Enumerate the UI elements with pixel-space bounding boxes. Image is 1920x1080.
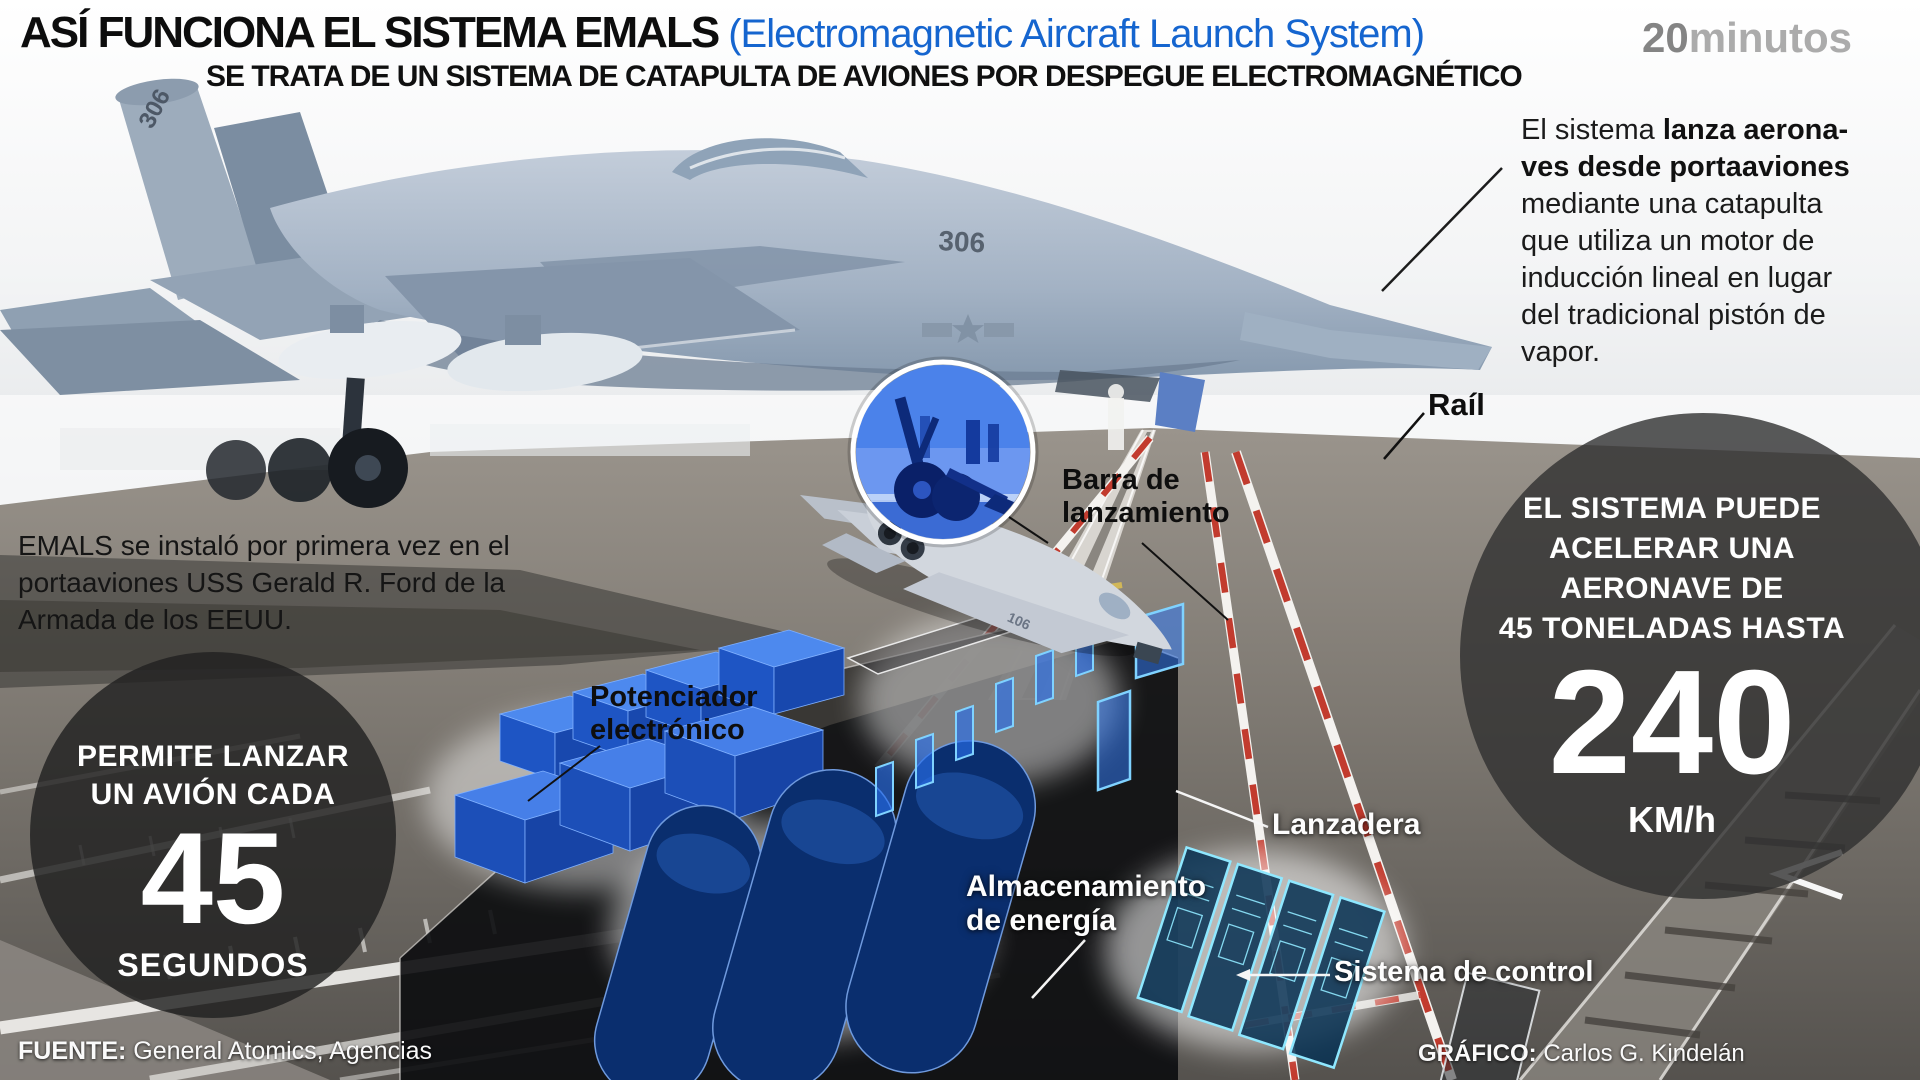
intro-line: del tradicional pistón de: [1521, 299, 1826, 331]
intro-line: vapor.: [1521, 336, 1600, 368]
stat-right-line1: EL SISTEMA PUEDE: [1522, 492, 1822, 525]
graphic-label: GRÁFICO:: [1418, 1040, 1537, 1067]
label-rail: Raíl: [1428, 387, 1485, 422]
stat-right-line4: 45 TONELADAS HASTA: [1498, 612, 1846, 645]
stat-right-line2: ACELERAR UNA: [1549, 532, 1795, 565]
label-shuttle: Lanzadera: [1272, 808, 1421, 841]
note-line: portaaviones USS Gerald R. Ford de la: [18, 567, 506, 598]
label-storage: Almacenamiento de energía: [966, 870, 1206, 938]
label-booster-l2: electrónico: [590, 714, 745, 746]
stat-left-value: 45: [140, 805, 286, 951]
jet-shadow-core: [0, 600, 700, 672]
label-launch-bar-l2: lanzamiento: [1062, 497, 1230, 529]
stat-circle-speed: EL SISTEMA PUEDE ACELERAR UNA AERONAVE D…: [1460, 413, 1920, 899]
label-launch-bar-l1: Barra de: [1062, 464, 1180, 496]
leader-shuttle: [1175, 789, 1269, 829]
brand-logo: 20minutos: [1642, 14, 1852, 62]
title-main: ASÍ FUNCIONA EL SISTEMA EMALS: [20, 8, 720, 57]
note-line: Armada de los EEUU.: [18, 604, 292, 635]
history-note: EMALS se instaló por primera vez en el p…: [18, 527, 510, 638]
cutaway-diagram: [399, 587, 1541, 1080]
intro-line: inducción lineal en lugar: [1521, 262, 1833, 294]
note-line: EMALS se instaló por primera vez en el: [18, 530, 510, 561]
spare-cabinet: [1437, 971, 1541, 1080]
graphic-text: Carlos G. Kindelán: [1536, 1040, 1745, 1067]
brand-number: 20: [1642, 14, 1689, 61]
fighter-jet: 306 306: [0, 78, 1492, 508]
nose-number: 306: [938, 225, 986, 258]
leader-booster: [527, 745, 601, 802]
intro-normal: El sistema: [1521, 114, 1663, 146]
leader-control-arrow: [1236, 969, 1250, 981]
page-title: ASÍ FUNCIONA EL SISTEMA EMALS(Electromag…: [20, 8, 1425, 58]
label-booster-l1: Potenciador: [590, 681, 758, 713]
label-booster: Potenciador electrónico: [590, 681, 758, 747]
title-subtext: (Electromagnetic Aircraft Launch System): [728, 12, 1425, 56]
intro-line: que utiliza un motor de: [1521, 225, 1815, 257]
stat-right-value: 240: [1548, 640, 1796, 805]
intro-line: mediante una catapulta: [1521, 188, 1823, 220]
source-text: General Atomics, Agencias: [126, 1037, 433, 1065]
leader-intro: [1381, 167, 1503, 292]
control-cabinets: [1136, 845, 1387, 1070]
brand-word: minutos: [1688, 14, 1853, 61]
leader-launch-bar: [1141, 542, 1229, 621]
source-credit: FUENTE: General Atomics, Agencias: [18, 1037, 432, 1066]
leader-lines: [527, 167, 1503, 999]
label-launch-bar: Barra de lanzamiento: [1062, 464, 1230, 530]
intro-text: El sistema lanza aerona- ves desde porta…: [1521, 112, 1850, 371]
intro-bold2: ves desde portaaviones: [1521, 151, 1850, 183]
energy-storage-units: [593, 740, 1037, 1080]
booster-units: [453, 629, 846, 884]
graphic-credit: GRÁFICO: Carlos G. Kindelán: [1418, 1040, 1745, 1068]
label-storage-l2: de energía: [966, 904, 1117, 937]
intro-line: El sistema lanza aerona-: [1521, 112, 1850, 149]
stat-left-line2: UN AVIÓN CADA: [90, 778, 336, 811]
leader-rail: [1383, 412, 1425, 460]
label-storage-l1: Almacenamiento: [966, 870, 1207, 903]
distant-structure: [430, 424, 750, 456]
source-label: FUENTE:: [18, 1037, 127, 1065]
stat-right-line3: AERONAVE DE: [1560, 572, 1784, 605]
intro-line: ves desde portaaviones: [1521, 149, 1850, 186]
stat-left-line1: PERMITE LANZAR: [77, 740, 349, 773]
leader-storage: [1031, 939, 1086, 999]
stat-left-unit: SEGUNDOS: [117, 946, 309, 983]
intro-bold1: lanza aerona-: [1662, 114, 1849, 146]
launch-bar-inset: [847, 356, 1039, 548]
subtitle: SE TRATA DE UN SISTEMA DE CATAPULTA DE A…: [206, 60, 1523, 93]
label-control: Sistema de control: [1334, 956, 1594, 988]
star-insignia: [922, 314, 1014, 343]
stat-right-unit: KM/h: [1628, 799, 1716, 840]
stat-circle-launch-rate: PERMITE LANZAR UN AVIÓN CADA 45 SEGUNDOS: [30, 652, 396, 1018]
leader-inset: [1008, 516, 1049, 544]
